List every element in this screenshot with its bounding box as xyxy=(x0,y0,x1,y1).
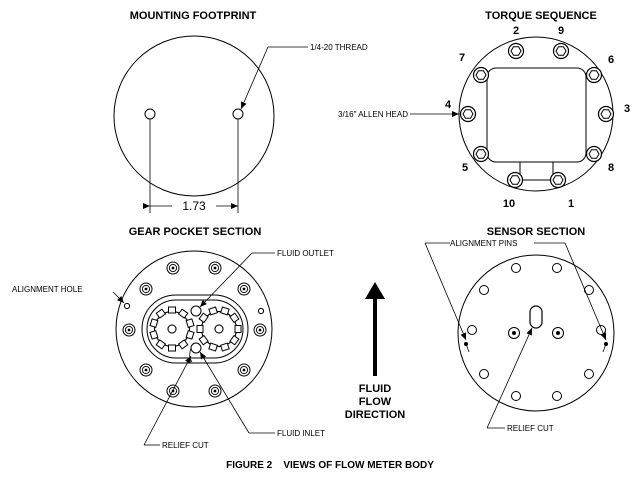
fluid-inlet-label: FLUID INLET xyxy=(277,429,325,438)
torque-number-5: 5 xyxy=(462,162,468,174)
torque-sequence-view: TORQUE SEQUENCE 2 9 7 6 4 3 5 8 10 1 3/1… xyxy=(338,10,630,210)
torque-bolt-3 xyxy=(597,105,615,123)
fluid-outlet-leader xyxy=(199,252,253,308)
gear-left xyxy=(149,306,195,352)
torque-number-7: 7 xyxy=(459,52,465,64)
torque-number-9: 9 xyxy=(558,25,564,37)
alignment-pins-leader-right xyxy=(564,242,607,341)
sensor-holes xyxy=(467,263,606,401)
sensor-slot xyxy=(529,305,543,329)
fluid-outlet-port xyxy=(190,305,202,317)
gear-body-outline xyxy=(115,250,273,408)
fluid-outlet-label: FLUID OUTLET xyxy=(277,249,334,258)
gear-bolt xyxy=(253,323,267,337)
torque-bolt-2 xyxy=(507,42,525,60)
sensor-section-view: SENSOR SECTION ALIGNMENT PINS xyxy=(424,226,615,433)
gear-bolt xyxy=(122,323,136,337)
torque-number-10: 10 xyxy=(503,198,515,210)
sensor-relief-cut-label: RELIEF CUT xyxy=(507,424,554,433)
torque-lower-tab xyxy=(519,161,554,181)
gear-alignment-hole-right xyxy=(257,307,265,315)
gear-pocket-outer xyxy=(141,294,249,364)
torque-sequence-title: TORQUE SEQUENCE xyxy=(485,10,597,22)
flow-label-line1: FLUID xyxy=(359,383,391,395)
gear-pocket-inner xyxy=(146,299,244,359)
mounting-hole-right xyxy=(232,108,244,120)
flow-arrow-head xyxy=(365,282,385,299)
torque-number-3: 3 xyxy=(624,103,630,115)
sensor-body-outline xyxy=(457,254,615,412)
flow-label-line2: FLOW xyxy=(359,396,392,408)
torque-bolt-7 xyxy=(472,66,490,84)
dimension-label: 1.73 xyxy=(182,199,206,213)
alignment-pins-leader-left xyxy=(424,242,467,341)
flow-label-line3: DIRECTION xyxy=(345,409,406,421)
torque-number-1: 1 xyxy=(568,198,574,210)
torque-bolt-4 xyxy=(459,105,477,123)
gear-bolt xyxy=(166,384,180,398)
gear-pocket-view: GEAR POCKET SECTION xyxy=(12,226,334,450)
gear-bolt xyxy=(208,261,222,275)
fluid-inlet-leader xyxy=(199,351,250,434)
gear-right xyxy=(196,306,242,352)
gear-left-hub xyxy=(167,324,177,334)
alignment-hole-leader xyxy=(112,291,125,304)
torque-number-6: 6 xyxy=(608,54,614,66)
gear-right-hub xyxy=(214,324,224,334)
torque-bolt-10 xyxy=(506,171,524,189)
torque-number-4: 4 xyxy=(445,99,452,111)
gear-bolt xyxy=(237,282,251,296)
gear-bolt xyxy=(139,282,153,296)
thread-leader-arrow xyxy=(240,46,269,110)
mounting-hole-left xyxy=(144,108,156,120)
torque-bolt-1 xyxy=(549,171,567,189)
alignment-pin-left-mark xyxy=(465,343,470,353)
sensor-relief-cut-leader xyxy=(486,327,533,429)
gear-pocket-title: GEAR POCKET SECTION xyxy=(129,226,262,238)
alignment-pin-right-mark xyxy=(602,343,607,353)
torque-body-outline xyxy=(458,36,614,192)
figure-caption: FIGURE 2 VIEWS OF FLOW METER BODY xyxy=(226,460,434,471)
fluid-inlet-port xyxy=(190,342,202,354)
gear-bolt xyxy=(208,384,222,398)
relief-cut-leader xyxy=(143,355,192,446)
gear-alignment-hole xyxy=(123,302,131,310)
torque-number-2: 2 xyxy=(513,25,519,37)
thread-label: 1/4-20 THREAD xyxy=(310,43,368,52)
torque-center-plate xyxy=(486,67,587,163)
sensor-port-right-center xyxy=(556,331,560,335)
alignment-hole-label: ALIGNMENT HOLE xyxy=(12,285,83,294)
torque-bolt-5 xyxy=(472,145,490,163)
alignment-pins-label: ALIGNMENT PINS xyxy=(450,239,517,248)
sensor-port-left-center xyxy=(512,331,516,335)
mounting-footprint-view: MOUNTING FOOTPRINT 1.73 1/4-20 THREAD xyxy=(113,10,368,213)
relief-cut-label: RELIEF CUT xyxy=(162,441,209,450)
mounting-footprint-title: MOUNTING FOOTPRINT xyxy=(130,10,257,22)
dimension-mask xyxy=(172,199,216,213)
allen-head-label: 3/16" ALLEN HEAD xyxy=(338,110,408,119)
gear-bolt xyxy=(237,363,251,377)
fluid-flow-direction: FLUID FLOW DIRECTION xyxy=(345,282,406,421)
torque-bolt-8 xyxy=(585,145,603,163)
torque-number-8: 8 xyxy=(608,162,614,174)
mounting-body-outline xyxy=(113,35,275,197)
torque-bolt-6 xyxy=(585,66,603,84)
gear-bolt xyxy=(139,363,153,377)
gear-bolt xyxy=(166,261,180,275)
torque-bolt-9 xyxy=(552,42,570,60)
sensor-section-title: SENSOR SECTION xyxy=(487,226,585,238)
